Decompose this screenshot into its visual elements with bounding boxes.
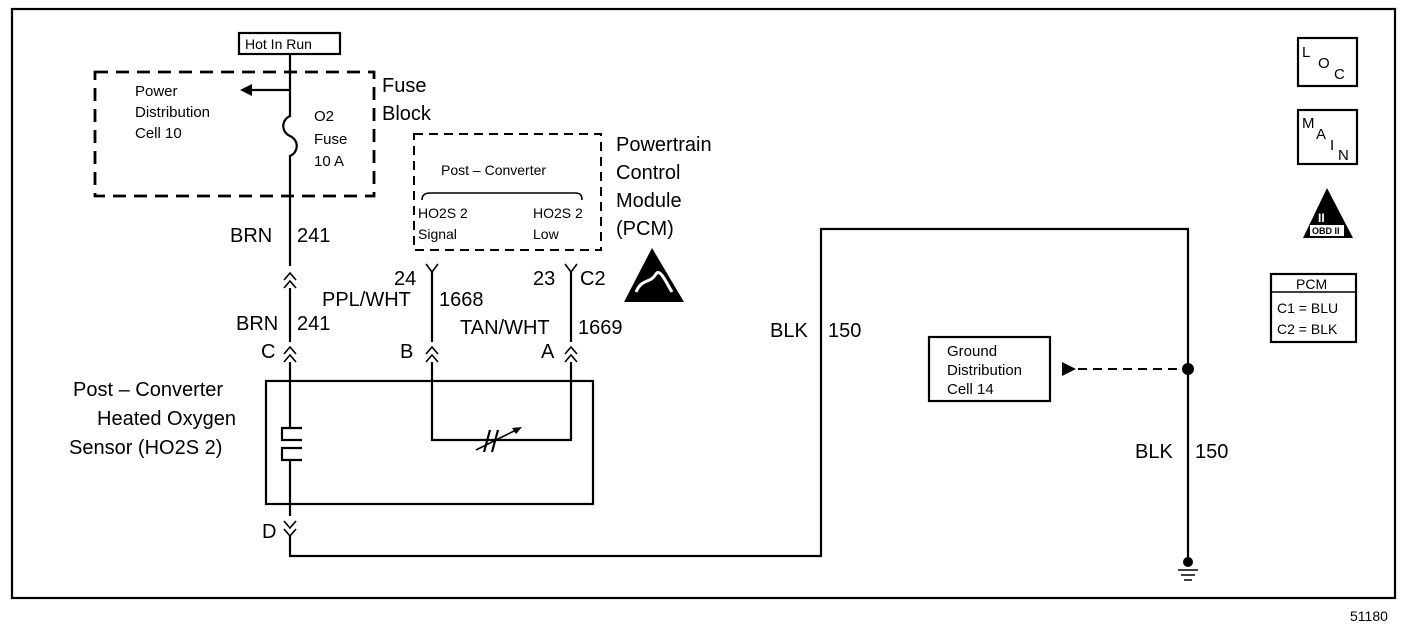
diagram-frame <box>10 7 1397 600</box>
brn-top-color: BRN <box>230 225 272 247</box>
obd-ii-roman: II <box>1318 211 1325 225</box>
ground-symbol-icon <box>1178 569 1198 581</box>
ground-dist-2: Distribution <box>947 362 1022 379</box>
pcm-low-2: Low <box>533 226 560 242</box>
loc-icon-l: L <box>1302 44 1310 61</box>
loc-icon-o: O <box>1318 55 1330 72</box>
sensor-label-3: Sensor (HO2S 2) <box>69 437 222 459</box>
blk2-color: BLK <box>1135 441 1173 463</box>
fuse-block-box <box>93 70 376 198</box>
blk2-number: 150 <box>1195 441 1228 463</box>
figure-number: 51180 <box>1350 608 1388 624</box>
pin-24-terminal-icon <box>425 263 439 274</box>
tan-number: 1669 <box>578 317 623 339</box>
loc-icon-c: C <box>1334 66 1345 83</box>
pcm-low-1: HO2S 2 <box>533 205 583 221</box>
pin-24-label: 24 <box>394 268 416 290</box>
variable-arrow-icon <box>475 427 521 451</box>
pin-d-connector-icon <box>283 520 297 538</box>
connector-chevron-icon <box>283 271 297 289</box>
power-dist-arrow-icon <box>240 84 252 96</box>
fuse-line2: Fuse <box>314 131 347 148</box>
fuse-line3: 10 A <box>314 153 344 170</box>
blk1-number: 150 <box>828 320 861 342</box>
ground-dist-1: Ground <box>947 343 997 360</box>
blk-ground-wire <box>288 227 1190 560</box>
pcm-legend-c1: C1 = BLU <box>1277 300 1338 316</box>
pcm-legend-c2: C2 = BLK <box>1277 321 1338 337</box>
pin-c-label: C <box>261 341 275 363</box>
ground-dist-box <box>927 335 1052 403</box>
obd-ii-label-bg <box>1310 225 1344 236</box>
ppl-number: 1668 <box>439 289 484 311</box>
pcm-signal-2: Signal <box>418 226 457 242</box>
pcm-title-2: Control <box>616 162 680 184</box>
ground-dist-3: Cell 14 <box>947 381 994 398</box>
pcm-legend-title: PCM <box>1296 276 1327 292</box>
splice-icon <box>1182 363 1194 375</box>
pcm-inner-header: Post – Converter <box>441 162 546 178</box>
fuse-block-title-2: Block <box>382 103 432 125</box>
esd-hand-icon <box>634 271 674 293</box>
blk1-color: BLK <box>770 320 808 342</box>
main-icon-a: A <box>1316 126 1326 143</box>
obd-ii-label: OBD II <box>1312 226 1340 236</box>
pin-d-label: D <box>262 521 276 543</box>
pcm-box <box>413 133 602 251</box>
pin-a-connector-icon <box>564 345 578 363</box>
brn-bot-number: 241 <box>297 313 330 335</box>
pin-b-label: B <box>400 341 413 363</box>
sensor-circuit <box>430 362 573 442</box>
main-icon-m: M <box>1302 115 1315 132</box>
power-dist-line2: Distribution <box>135 104 210 121</box>
pin-c-connector-icon <box>283 345 297 363</box>
sensor-box <box>264 379 595 506</box>
power-dist-line1: Power <box>135 83 178 100</box>
sensor-label-1: Post – Converter <box>73 379 223 401</box>
power-dist-line3: Cell 10 <box>135 125 182 142</box>
sensor-cell-icon <box>482 429 492 453</box>
variable-arrowhead-icon <box>512 427 522 434</box>
hot-in-run-label: Hot In Run <box>245 36 312 52</box>
main-icon[interactable] <box>1296 108 1359 166</box>
pin-b-connector-icon <box>425 345 439 363</box>
fuse-icon <box>282 110 298 162</box>
tan-color: TAN/WHT <box>460 317 550 339</box>
pin-23-terminal-icon <box>564 263 578 274</box>
main-icon-i: I <box>1330 137 1334 154</box>
heater-element-icon <box>280 426 302 462</box>
fuse-line1: O2 <box>314 108 334 125</box>
sensor-label-2: Heated Oxygen <box>97 408 236 430</box>
pcm-bracket <box>421 192 583 201</box>
ground-dist-arrow-icon <box>1062 362 1076 376</box>
pcm-signal-1: HO2S 2 <box>418 205 468 221</box>
connector-c2-label: C2 <box>580 268 606 290</box>
pcm-title-3: Module <box>616 190 682 212</box>
pin-23-label: 23 <box>533 268 555 290</box>
brn-bot-color: BRN <box>236 313 278 335</box>
pcm-title-1: Powertrain <box>616 134 712 156</box>
fuse-block-title-1: Fuse <box>382 75 426 97</box>
ground-node-icon <box>1183 557 1193 567</box>
pcm-title-4: (PCM) <box>616 218 674 240</box>
main-icon-n: N <box>1338 147 1349 164</box>
brn-top-number: 241 <box>297 225 330 247</box>
pin-a-label: A <box>541 341 555 363</box>
ppl-color: PPL/WHT <box>322 289 411 311</box>
pcm-legend-box <box>1269 272 1358 344</box>
loc-icon[interactable] <box>1296 36 1359 88</box>
